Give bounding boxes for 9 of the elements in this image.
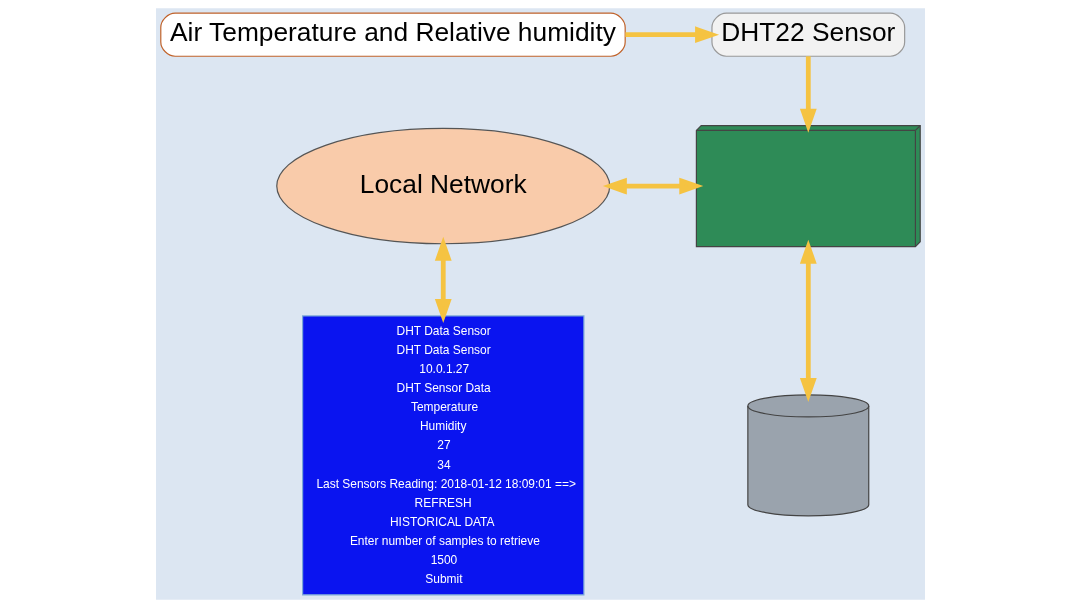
- arrow: [434, 236, 452, 324]
- arrow: [799, 239, 817, 403]
- arrow: [799, 56, 817, 133]
- arrow: [602, 177, 703, 195]
- node-box: DHT22 Sensor: [710, 12, 905, 57]
- node-ellipse: Local Network: [275, 127, 610, 245]
- arrow: [624, 26, 719, 44]
- node-box: DHT Data Sensor DHT Data Sensor 10.0.1.27 DHT Sensor Data Temperature Humidity 27 34 Last Sensors Reading: 2018-01-12 18:09:01 ==> REFRESH HISTORICAL DATA Enter number of samples to retrieve 1500 Submit: [301, 315, 584, 596]
- node-box: Air Temperature and Relative humidity: [159, 12, 626, 57]
